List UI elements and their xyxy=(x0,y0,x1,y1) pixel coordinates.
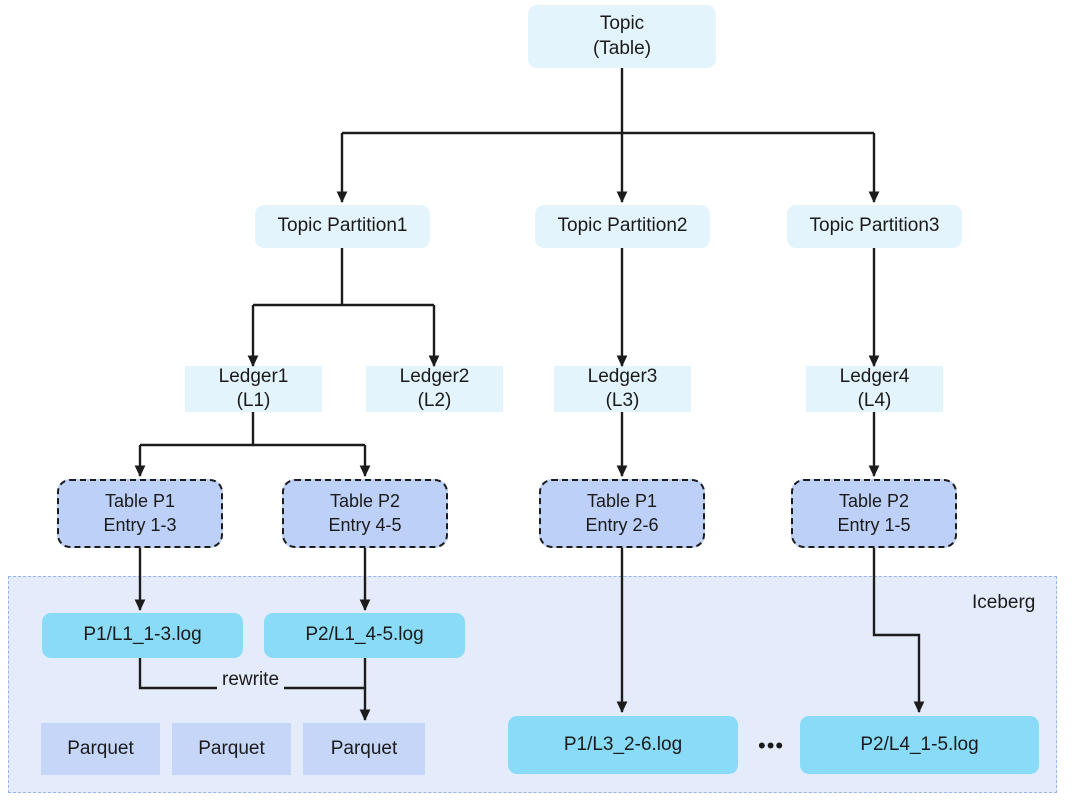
table-p1-entry-1-3-line-1: Table P1 xyxy=(104,491,176,512)
parquet-file-3-node[interactable]: Parquet xyxy=(303,723,425,775)
table-p2-entry-4-5-line-1: Table P2 xyxy=(329,491,401,512)
rewrite-edge-label: rewrite xyxy=(217,669,285,691)
log-p2-l4-1-5-label: P2/L4_1-5.log xyxy=(860,733,979,755)
iceberg-region-label: Iceberg xyxy=(972,592,1036,613)
ledger-1-line-1: Ledger1 xyxy=(218,365,289,387)
topic-partition-3-node[interactable]: Topic Partition3 xyxy=(787,205,962,248)
ellipsis-separator: ••• xyxy=(758,733,785,758)
topic-root-line-1: Topic xyxy=(599,13,645,35)
log-p2-l1-4-5-node[interactable]: P2/L1_4-5.log xyxy=(264,613,465,658)
log-p1-l1-1-3-node[interactable]: P1/L1_1-3.log xyxy=(42,613,243,658)
table-p2-entry-4-5-node[interactable]: Table P2 Entry 4-5 xyxy=(282,479,448,548)
ledger-4-node[interactable]: Ledger4 (L4) xyxy=(806,366,943,412)
table-p2-entry-1-5-line-1: Table P2 xyxy=(838,491,910,512)
topic-root-node[interactable]: Topic (Table) xyxy=(528,5,716,68)
table-p1-entry-2-6-line-2: Entry 2-6 xyxy=(585,514,659,535)
ledger-2-node[interactable]: Ledger2 (L2) xyxy=(366,366,503,412)
topic-partition-1-node[interactable]: Topic Partition1 xyxy=(255,205,430,248)
ledger-4-line-2: (L4) xyxy=(857,390,892,411)
parquet-file-2-label: Parquet xyxy=(198,737,265,759)
ledger-1-line-2: (L1) xyxy=(236,390,271,411)
parquet-file-1-label: Parquet xyxy=(67,737,134,759)
topic-partition-2-label: Topic Partition2 xyxy=(557,215,688,237)
log-p1-l3-2-6-node[interactable]: P1/L3_2-6.log xyxy=(508,716,738,774)
table-p2-entry-1-5-node[interactable]: Table P2 Entry 1-5 xyxy=(791,479,957,548)
table-p1-entry-2-6-node[interactable]: Table P1 Entry 2-6 xyxy=(539,479,705,548)
topic-root-line-2: (Table) xyxy=(592,37,652,59)
table-p1-entry-2-6-line-1: Table P1 xyxy=(586,491,658,512)
table-p1-entry-1-3-node[interactable]: Table P1 Entry 1-3 xyxy=(57,479,223,548)
topic-partition-3-label: Topic Partition3 xyxy=(809,215,940,237)
parquet-file-1-node[interactable]: Parquet xyxy=(41,723,160,775)
table-p2-entry-4-5-line-2: Entry 4-5 xyxy=(328,514,402,535)
ledger-3-node[interactable]: Ledger3 (L3) xyxy=(554,366,691,412)
log-p1-l1-1-3-label: P1/L1_1-3.log xyxy=(83,624,202,646)
topic-partition-1-label: Topic Partition1 xyxy=(277,215,408,237)
ledger-2-line-1: Ledger2 xyxy=(399,365,470,387)
ledger-3-line-2: (L3) xyxy=(605,390,640,411)
log-p2-l4-1-5-node[interactable]: P2/L4_1-5.log xyxy=(800,716,1039,774)
parquet-file-3-label: Parquet xyxy=(330,737,398,759)
log-p1-l3-2-6-label: P1/L3_2-6.log xyxy=(563,733,683,755)
ledger-2-line-2: (L2) xyxy=(417,390,452,411)
table-p1-entry-1-3-line-2: Entry 1-3 xyxy=(103,514,177,535)
ledger-1-node[interactable]: Ledger1 (L1) xyxy=(185,366,322,412)
ledger-3-line-1: Ledger3 xyxy=(587,365,658,387)
table-p2-entry-1-5-line-2: Entry 1-5 xyxy=(837,514,911,535)
ledger-4-line-1: Ledger4 xyxy=(839,365,910,387)
log-p2-l1-4-5-label: P2/L1_4-5.log xyxy=(305,624,424,646)
parquet-file-2-node[interactable]: Parquet xyxy=(172,723,291,775)
topic-partition-2-node[interactable]: Topic Partition2 xyxy=(535,205,710,248)
